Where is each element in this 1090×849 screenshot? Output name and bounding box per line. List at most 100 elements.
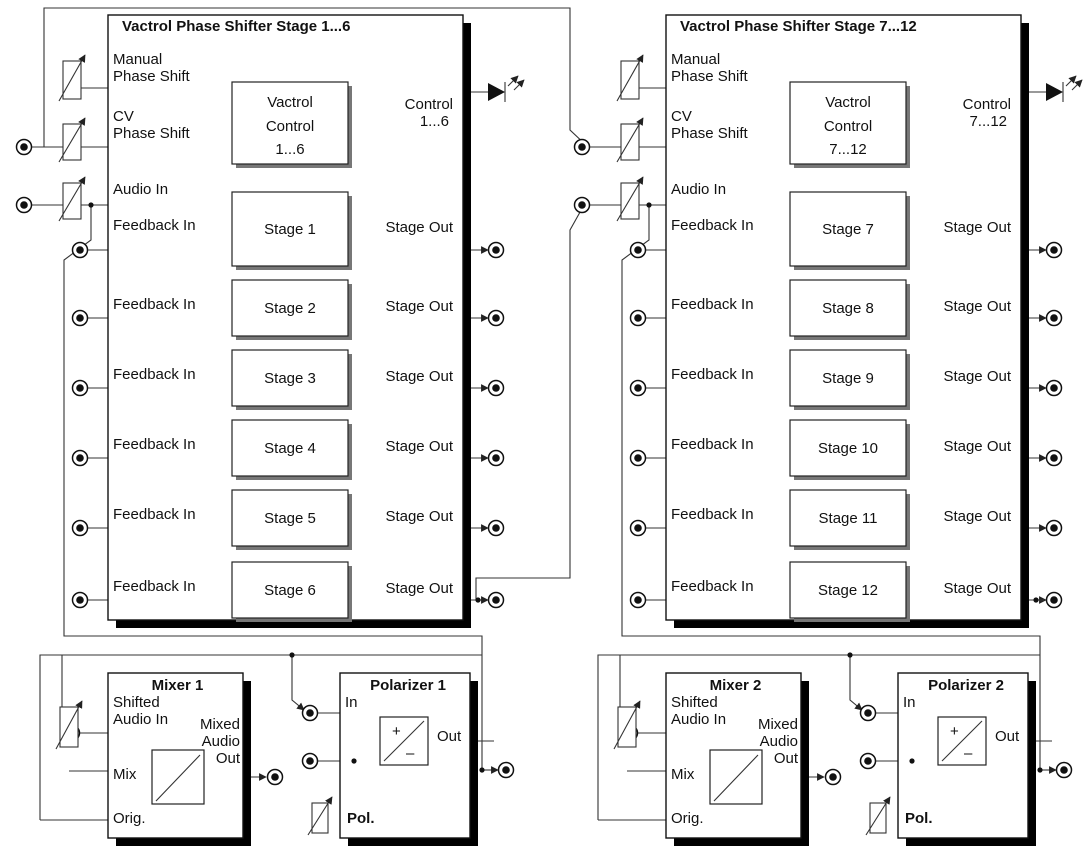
mixer-mixed-label: Audio <box>760 733 798 750</box>
feedback-in-jack-center <box>634 596 642 604</box>
mixer-mixed-label: Mixed <box>758 716 798 733</box>
cv-in-jack-center <box>20 143 28 151</box>
crossfade-block <box>151 749 205 805</box>
polarizer-pol-potentiometer-wiper <box>307 796 333 836</box>
feedback-in-jack-center <box>76 384 84 392</box>
feedback-in-label: Feedback In <box>671 436 754 453</box>
control-led-icon-ray2 <box>1071 79 1083 91</box>
audio-in-potentiometer-wiper <box>616 176 644 222</box>
polarizer-pol-label: Pol. <box>905 810 933 827</box>
audio-in-label: Audio In <box>671 181 726 198</box>
audio-in-label: Audio In <box>113 181 168 198</box>
feedback-in-label: Feedback In <box>671 578 754 595</box>
crossfade-block <box>709 749 763 805</box>
junction-dot <box>88 202 94 208</box>
mixer-mix-potentiometer-wiper <box>55 700 83 750</box>
junction-dot <box>475 597 481 603</box>
mixer-mix-label: Mix <box>113 766 137 783</box>
stage-block <box>789 419 907 477</box>
stage-out-label: Stage Out <box>385 580 453 597</box>
feedback-in-jack-center <box>634 524 642 532</box>
stage-label: Stage 6 <box>264 582 316 599</box>
stage-block <box>789 561 907 619</box>
audio-in-potentiometer-wiper <box>58 176 86 222</box>
mixer-mix-label: Mix <box>671 766 695 783</box>
junction-dot <box>909 758 915 764</box>
stage-label: Stage 9 <box>822 370 874 387</box>
control-block-label: Control <box>266 118 314 135</box>
mixer-mixed-label: Out <box>216 750 241 767</box>
mixer-title: Mixer 1 <box>152 677 204 694</box>
stage-block <box>789 489 907 547</box>
stage-out-jack-center <box>1050 246 1058 254</box>
feedback-in-jack-center <box>634 384 642 392</box>
cv-label: CV <box>113 108 134 125</box>
stage-out-jack-center <box>1050 454 1058 462</box>
feedback-in-jack-center <box>634 246 642 254</box>
stage-out-label: Stage Out <box>943 368 1011 385</box>
polarizer-in-feed <box>849 655 863 711</box>
stage-out-label: Stage Out <box>385 368 453 385</box>
audio-in-jack-center <box>20 201 28 209</box>
stage-label: Stage 1 <box>264 221 316 238</box>
stage-out-jack-center <box>1050 314 1058 322</box>
audio-return-wire <box>63 205 483 770</box>
mixer-top-bus <box>597 654 1040 820</box>
polarizer-out-jack-center <box>502 766 510 774</box>
feedback-in-label: Feedback In <box>113 578 196 595</box>
junction-dot <box>646 202 652 208</box>
feedback-in-label: Feedback In <box>113 217 196 234</box>
manual-label: Manual <box>113 51 162 68</box>
feedback-in-label: Feedback In <box>113 436 196 453</box>
polarizer-in-label: In <box>345 694 358 711</box>
stage-out-jack-center <box>492 596 500 604</box>
polarizer-out-label: Out <box>437 728 462 745</box>
cv-phase-shift-potentiometer-wiper <box>58 117 86 163</box>
stage-out-label: Stage Out <box>943 508 1011 525</box>
feedback-in-label: Feedback In <box>671 366 754 383</box>
junction-dot <box>847 652 853 658</box>
junction-dot <box>479 767 485 773</box>
feedback-in-jack-center <box>76 524 84 532</box>
stage-out-label: Stage Out <box>385 438 453 455</box>
stage-label: Stage 10 <box>818 440 878 457</box>
feedback-in-label: Feedback In <box>671 217 754 234</box>
stage-out-jack-center <box>1050 524 1058 532</box>
mixer-orig-label: Orig. <box>113 810 146 827</box>
polarizer-in-label: In <box>903 694 916 711</box>
cross-link-stage6 <box>460 204 585 601</box>
cv-phase-shift-potentiometer-wiper <box>616 117 644 163</box>
cv-label: Phase Shift <box>671 125 749 142</box>
control-out-label: 7...12 <box>969 113 1007 130</box>
polarizer-minus: – <box>406 745 415 762</box>
control-block-label: 7...12 <box>829 141 867 158</box>
polarizer-diagonal <box>383 720 425 762</box>
vactrol-control-block <box>231 81 349 165</box>
stage-out-jack-center <box>492 246 500 254</box>
stage-out-label: Stage Out <box>943 219 1011 236</box>
stage-out-label: Stage Out <box>943 580 1011 597</box>
feedback-in-label: Feedback In <box>113 506 196 523</box>
polarizer-title: Polarizer 1 <box>370 677 446 694</box>
stage-block <box>231 279 349 337</box>
mixer-orig-label: Orig. <box>671 810 704 827</box>
mixer-shifted-label: Audio In <box>671 711 726 728</box>
control-led-icon-ray1 <box>507 75 519 87</box>
manual-label: Phase Shift <box>113 68 191 85</box>
polarizer-second-jack-center <box>864 757 872 765</box>
mixer-mix-potentiometer-wiper <box>613 700 641 750</box>
control-out-label: 1...6 <box>420 113 449 130</box>
control-out-label: Control <box>405 96 453 113</box>
stage-out-jack-center <box>1050 384 1058 392</box>
mixer-mixed-label: Out <box>774 750 799 767</box>
manual-phase-shift-potentiometer-wiper <box>58 54 86 102</box>
stage-out-jack-center <box>492 314 500 322</box>
stage-block <box>231 349 349 407</box>
stage-block <box>231 489 349 547</box>
junction-dot <box>289 652 295 658</box>
control-led-icon-ray2 <box>513 79 525 91</box>
polarizer-in-feed <box>291 655 305 711</box>
mixer-out-jack-center <box>829 773 837 781</box>
mixer-title: Mixer 2 <box>710 677 762 694</box>
